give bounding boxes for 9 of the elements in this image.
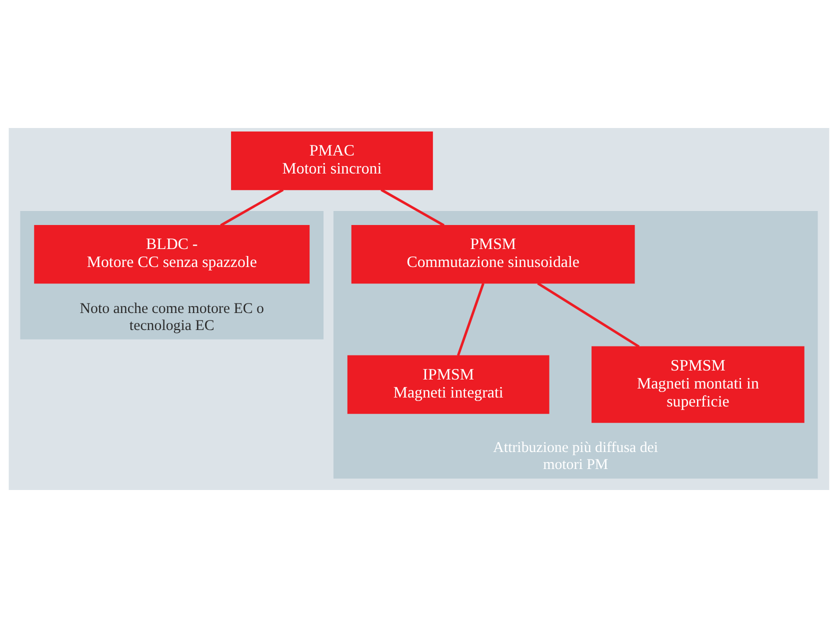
connector xyxy=(380,188,445,226)
connector xyxy=(456,282,484,356)
node-box: PMSM Commutazione sinusoidale xyxy=(351,224,635,284)
connector xyxy=(220,188,284,226)
node-box: IPMSM Magneti integrati xyxy=(347,354,550,414)
connector xyxy=(537,282,640,348)
node-box: PMAC Motori sincroni xyxy=(231,130,433,190)
node-box: SPMSM Magneti montati in superficie xyxy=(592,346,804,422)
node-box: BLDC - Motore CC senza spazzole xyxy=(34,224,310,284)
